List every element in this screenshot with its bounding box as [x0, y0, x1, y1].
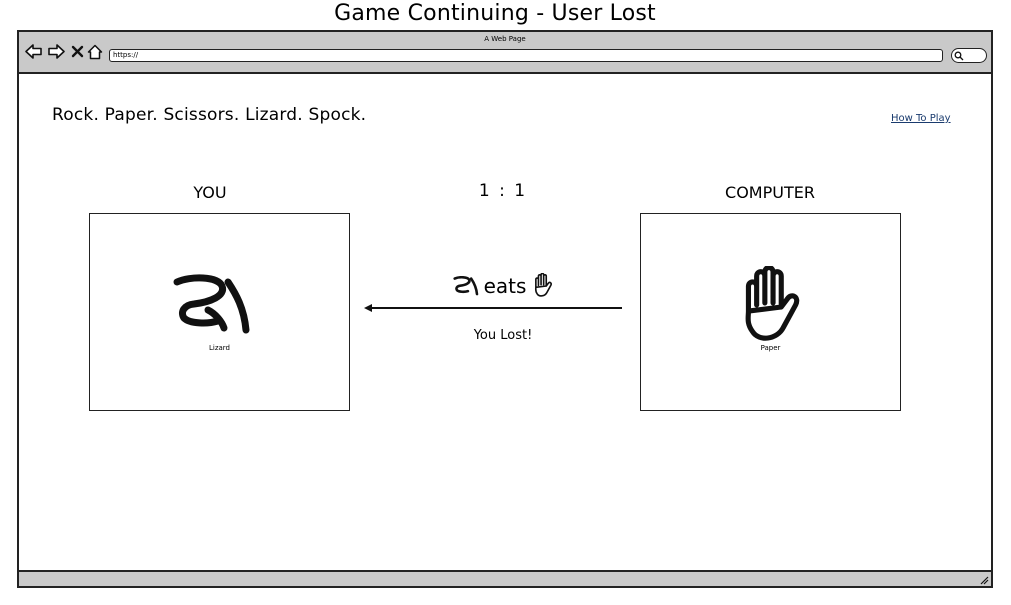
resize-grip-icon[interactable] [979, 575, 989, 585]
result-statement: eats [424, 270, 584, 302]
browser-statusbar [19, 570, 991, 586]
lizard-icon [173, 274, 250, 334]
computer-choice-box: Paper [640, 213, 901, 411]
computer-label: COMPUTER [725, 183, 815, 202]
paper-hand-icon [745, 266, 800, 341]
home-icon[interactable] [86, 43, 103, 60]
close-icon[interactable] [69, 43, 86, 60]
search-icon [954, 51, 964, 61]
player-label: YOU [193, 183, 227, 202]
result-verb: eats [483, 274, 527, 298]
forward-arrow-icon[interactable] [48, 43, 65, 60]
computer-choice-label: Paper [760, 344, 781, 352]
score: 1 : 1 [478, 181, 528, 201]
app-title: Rock. Paper. Scissors. Lizard. Spock. [52, 105, 367, 125]
paper-hand-icon [535, 273, 553, 297]
lizard-icon [452, 276, 478, 296]
outcome-text: You Lost! [473, 328, 533, 343]
page-content: Rock. Paper. Scissors. Lizard. Spock. Ho… [19, 74, 991, 570]
search-box[interactable] [951, 48, 987, 63]
window-title: A Web Page [484, 35, 526, 43]
result-arrow [364, 304, 622, 312]
player-choice-box: Lizard [89, 213, 350, 411]
how-to-play-link[interactable]: How To Play [891, 113, 951, 124]
browser-toolbar: A Web Page https:// [19, 32, 991, 74]
back-arrow-icon[interactable] [25, 43, 42, 60]
player-choice-label: Lizard [208, 344, 230, 352]
page-title: Game Continuing - User Lost [334, 1, 656, 26]
browser-window: A Web Page https:// Rock. Paper. Scissor… [17, 30, 993, 588]
address-bar[interactable]: https:// [109, 49, 943, 62]
